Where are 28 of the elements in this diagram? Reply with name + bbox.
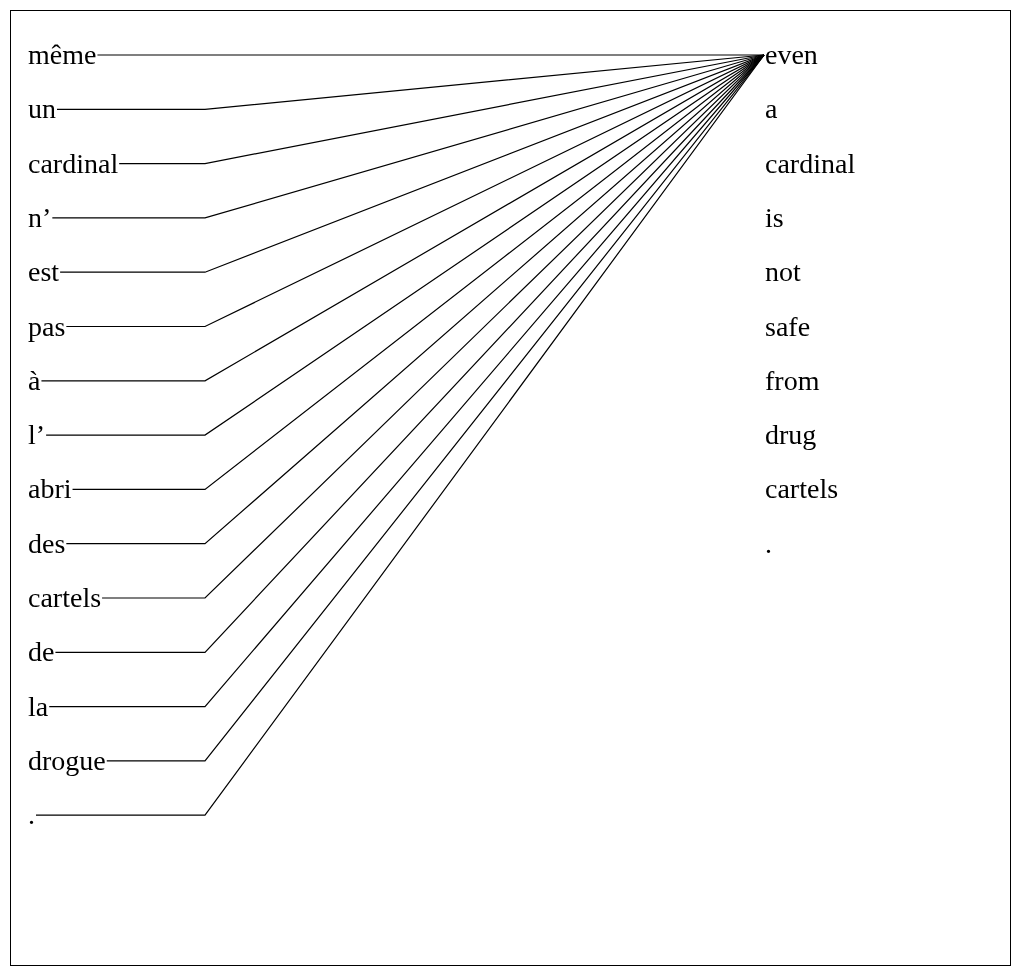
word: est: [28, 252, 60, 293]
word: cardinal: [28, 143, 119, 184]
word: not: [765, 252, 801, 293]
word: la: [28, 686, 49, 727]
word: is: [765, 197, 784, 238]
alignment-line: [35, 54, 765, 816]
word: de: [28, 632, 55, 673]
word: cardinal: [765, 143, 856, 184]
word: .: [28, 795, 35, 836]
word: à: [28, 360, 41, 401]
word: cartels: [765, 469, 839, 510]
word: drug: [765, 415, 817, 456]
word: même: [28, 35, 97, 75]
alignment-line: [96, 54, 765, 56]
word: abri: [28, 469, 72, 510]
word: safe: [765, 306, 811, 347]
word: n’: [28, 197, 52, 238]
word: cartels: [28, 578, 102, 618]
word: a: [765, 89, 778, 130]
word: from: [765, 360, 820, 401]
word: l’: [28, 415, 46, 456]
word: un: [28, 89, 56, 130]
word: .: [765, 523, 772, 564]
alignment-line: [56, 54, 765, 110]
word: even: [765, 35, 818, 75]
word: des: [28, 523, 66, 564]
word: pas: [28, 306, 66, 347]
word: drogue: [28, 740, 106, 781]
